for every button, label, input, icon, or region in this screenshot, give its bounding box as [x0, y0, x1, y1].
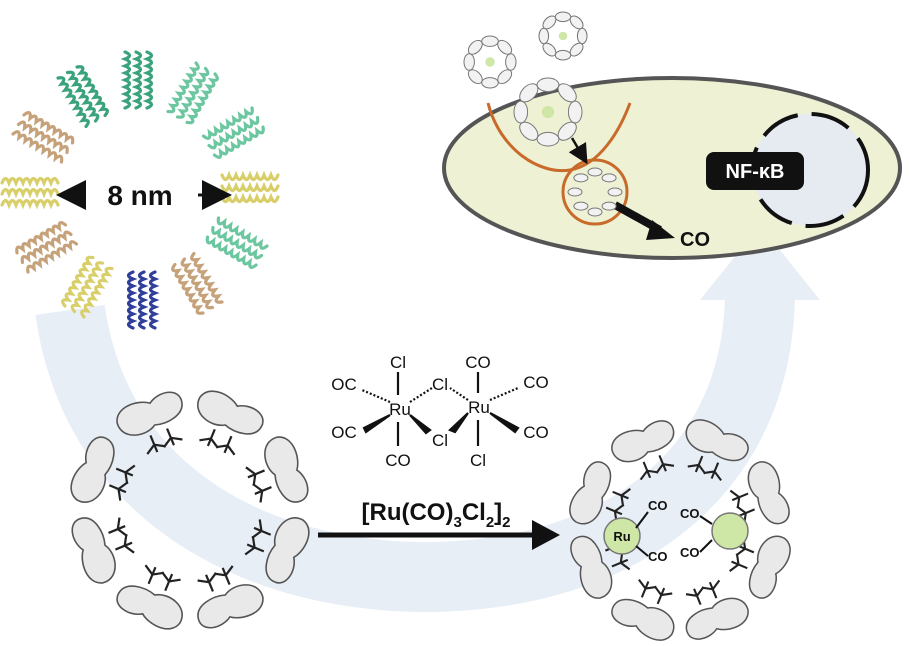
ligand-co-top-right: CO — [465, 353, 491, 372]
endosome-vesicle — [561, 158, 629, 226]
ligand-cl-top-left: Cl — [390, 353, 406, 372]
product-annotations: Ru CO CO CO CO — [603, 498, 749, 564]
helix-bundle — [126, 270, 160, 330]
ru-sphere-right — [711, 512, 749, 550]
nf-kb-label: NF-κB — [726, 161, 785, 183]
cage-subunit — [729, 535, 791, 599]
nf-kb-badge — [706, 152, 804, 190]
helix-bundle — [166, 61, 219, 125]
mini-cages — [463, 11, 623, 217]
ligand-co-lower-right: CO — [523, 423, 549, 442]
ru-right-atom: Ru — [468, 398, 490, 417]
ru-sphere-left — [603, 517, 641, 555]
ligand-oc-upper-left: OC — [331, 375, 357, 394]
cage-subunit — [569, 461, 631, 525]
cage-subunit — [71, 517, 135, 584]
ru-dimer-labels: Cl CO OC Cl Ru Ru CO OC Cl CO CO Cl — [331, 353, 549, 470]
helix-bundle — [56, 65, 109, 129]
helix-bundle — [220, 170, 280, 204]
diameter-annotation: 8 nm — [56, 180, 232, 211]
co-release-label: CO — [680, 229, 710, 251]
internalization-arrow — [568, 137, 588, 165]
cage-subunit — [197, 565, 264, 629]
cage-subunit — [685, 579, 749, 640]
product-co-label-1: CO — [648, 498, 668, 513]
helix-bundle — [15, 221, 79, 274]
mini-cage — [513, 77, 583, 147]
empty-cage-cartoon — [70, 390, 310, 630]
helix-bundle — [0, 176, 60, 210]
ru-dimer-structure — [361, 372, 520, 446]
helix-bundle — [120, 50, 154, 110]
helix-bundle — [205, 216, 269, 269]
ligand-cl-bottom-right: Cl — [470, 451, 486, 470]
product-co-label-4: CO — [680, 545, 700, 560]
ru-loaded-cage-cartoon — [569, 419, 791, 641]
reagent-formula: [Ru(CO)3Cl2]2 — [362, 499, 511, 531]
reaction-arrow-head — [532, 520, 560, 550]
cage-subunit — [116, 391, 183, 455]
mini-cage — [463, 35, 517, 89]
cage-subunit — [729, 461, 790, 525]
ligand-oc-lower-left: OC — [331, 423, 357, 442]
ru-left-atom: Ru — [389, 400, 411, 419]
cage-subunit — [197, 390, 264, 456]
helix-bundle — [11, 111, 75, 164]
ligand-cl-bridge-upper: Cl — [432, 375, 448, 394]
vesicle-cage — [567, 167, 623, 217]
ru-sphere-label: Ru — [613, 529, 630, 544]
helix-bundle — [171, 251, 224, 315]
reaction-arrow — [318, 520, 560, 550]
cage-subunit — [685, 419, 749, 481]
ligand-cl-bridge-lower: Cl — [432, 431, 448, 450]
cage-subunit — [116, 564, 183, 630]
helix-bundle — [61, 255, 114, 319]
diameter-label: 8 nm — [107, 180, 172, 211]
cage-subunit — [611, 420, 675, 481]
cell: NF-κB CO — [442, 76, 902, 260]
product-co-label-3: CO — [680, 506, 700, 521]
ligand-co-upper-right: CO — [523, 373, 549, 392]
ligand-co-bottom-left: CO — [385, 451, 411, 470]
mini-cage — [538, 11, 588, 61]
cage-subunit — [611, 579, 675, 641]
product-co-label-2: CO — [648, 549, 668, 564]
cage-subunit — [245, 436, 309, 503]
helix-bundle — [201, 106, 265, 159]
cage-subunit — [70, 436, 136, 503]
cage-subunit — [244, 517, 310, 584]
